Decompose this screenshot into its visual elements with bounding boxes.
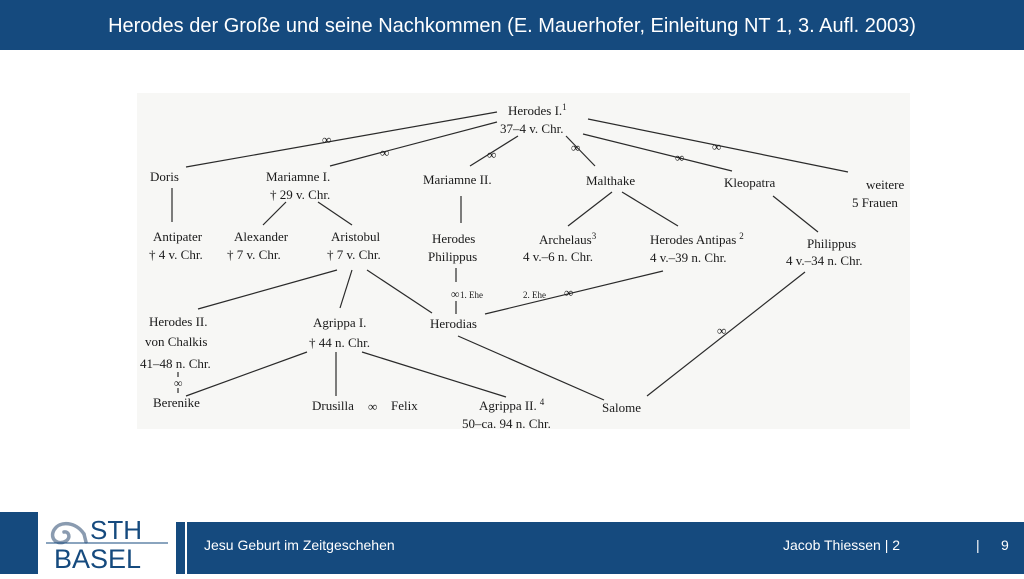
line-herodes-mariamne-ii [469, 135, 519, 167]
node-herodes-antipas-dates: 4 v.–39 n. Chr. [650, 250, 726, 265]
footer-divider [185, 522, 187, 574]
node-aristobul-dates: † 7 v. Chr. [327, 247, 381, 262]
line-aristobul-herodes-ii [197, 269, 338, 310]
line-malthake-archelaus [567, 191, 613, 227]
logo-text-basel: BASEL [54, 544, 141, 574]
marriage-symbol: ∞ [571, 140, 580, 155]
node-archelaus-dates: 4 v.–6 n. Chr. [523, 249, 593, 264]
line-agrippa-i-berenike [185, 351, 308, 397]
node-mariamne-ii-name: Mariamne II. [423, 172, 492, 187]
tree-connectors [171, 111, 849, 401]
sth-basel-logo: STH BASEL [40, 508, 175, 574]
node-archelaus-name: Archelaus3 [539, 231, 597, 247]
marriage-symbol: ∞ [717, 323, 726, 338]
node-mariamne-i-name: Mariamne I. [266, 169, 330, 184]
node-agrippa-ii-dates: 50–ca. 94 n. Chr. [462, 416, 551, 431]
node-kleopatra-name: Kleopatra [724, 175, 775, 190]
marriage-symbol: ∞ [368, 399, 377, 414]
marriage-symbol: ∞ [174, 376, 183, 390]
marriage-symbols: ∞ ∞ ∞ ∞ ∞ ∞ ∞ ∞ ∞ ∞ ∞ [174, 132, 726, 414]
line-herodes-doris [185, 111, 498, 168]
node-philippus-dates: 4 v.–34 n. Chr. [786, 253, 862, 268]
node-weitere-line1: weitere [866, 177, 904, 192]
node-antipater-dates: † 4 v. Chr. [149, 247, 203, 262]
node-felix-name: Felix [391, 398, 418, 413]
node-doris-name: Doris [150, 169, 179, 184]
line-herodes-mariamne-i [329, 121, 498, 167]
line-aristobul-herodias [366, 269, 433, 314]
node-herodias-name: Herodias [430, 316, 477, 331]
node-herodes-ii-name: Herodes II. [149, 314, 207, 329]
node-agrippa-ii-name: Agrippa II.4 [479, 397, 545, 413]
node-herodes-i-name: Herodes I.1 [508, 102, 567, 118]
marriage-symbol: ∞ [487, 147, 496, 162]
slide-title: Herodes der Große und seine Nachkommen (… [108, 15, 916, 37]
logo-text-sth: STH [90, 515, 142, 545]
marriage-symbol: ∞ [564, 285, 573, 300]
node-weitere-line2: 5 Frauen [852, 195, 898, 210]
marriage-symbol: ∞ [380, 145, 389, 160]
line-philippus-salome [646, 271, 806, 397]
spiral-icon [50, 521, 88, 545]
footer-bar [176, 522, 1024, 574]
label-first-marriage: 1. Ehe [460, 290, 483, 300]
line-kleopatra-philippus [772, 195, 819, 233]
footer-author: Jacob Thiessen | 2 [783, 537, 901, 553]
logo-graphic: STH BASEL [46, 515, 168, 574]
node-herodes-philippus-name: Herodes [432, 231, 475, 246]
title-bar: Herodes der Große und seine Nachkommen (… [0, 0, 1024, 50]
line-herodes-weitere [587, 118, 849, 173]
line-mariamne-i-alexander [262, 201, 287, 226]
line-mariamne-i-aristobul [317, 201, 353, 226]
footer-separator: | [976, 537, 980, 553]
scanned-figure-background [137, 93, 910, 429]
node-mariamne-i-dates: † 29 v. Chr. [270, 187, 330, 202]
line-aristobul-agrippa-i [339, 269, 353, 309]
node-alexander-name: Alexander [234, 229, 289, 244]
node-herodes-i-dates: 37–4 v. Chr. [500, 121, 563, 136]
node-salome-name: Salome [602, 400, 641, 415]
marriage-symbol: ∞ [322, 132, 331, 147]
line-herodes-malthake [565, 135, 596, 167]
node-aristobul-name: Aristobul [331, 229, 381, 244]
line-antipas-herodias [484, 270, 664, 315]
node-berenike-name: Berenike [153, 395, 200, 410]
line-herodias-salome [457, 335, 605, 401]
node-antipater-name: Antipater [153, 229, 203, 244]
label-second-marriage: 2. Ehe [523, 290, 546, 300]
node-agrippa-i-name: Agrippa I. [313, 315, 366, 330]
marriage-symbol: ∞ [712, 139, 721, 154]
node-herodes-ii-name2: von Chalkis [145, 334, 207, 349]
footer-accent-strip [0, 512, 38, 574]
marriage-symbol: ∞ [451, 287, 460, 301]
marriage-symbol: ∞ [675, 150, 684, 165]
line-agrippa-i-agrippa-ii [361, 351, 507, 398]
line-malthake-antipas [621, 191, 679, 227]
node-malthake-name: Malthake [586, 173, 635, 188]
page-number: 9 [1001, 537, 1009, 553]
node-agrippa-i-dates: † 44 n. Chr. [309, 335, 370, 350]
footer-lecture-title: Jesu Geburt im Zeitgeschehen [204, 537, 395, 553]
node-alexander-dates: † 7 v. Chr. [227, 247, 281, 262]
person-nodes: Herodes I.1 37–4 v. Chr. Doris Mariamne … [140, 102, 904, 431]
line-herodes-kleopatra [582, 133, 733, 172]
node-herodes-ii-dates: 41–48 n. Chr. [140, 356, 211, 371]
node-drusilla-name: Drusilla [312, 398, 354, 413]
node-philippus-name: Philippus [807, 236, 856, 251]
node-herodes-philippus-name2: Philippus [428, 249, 477, 264]
